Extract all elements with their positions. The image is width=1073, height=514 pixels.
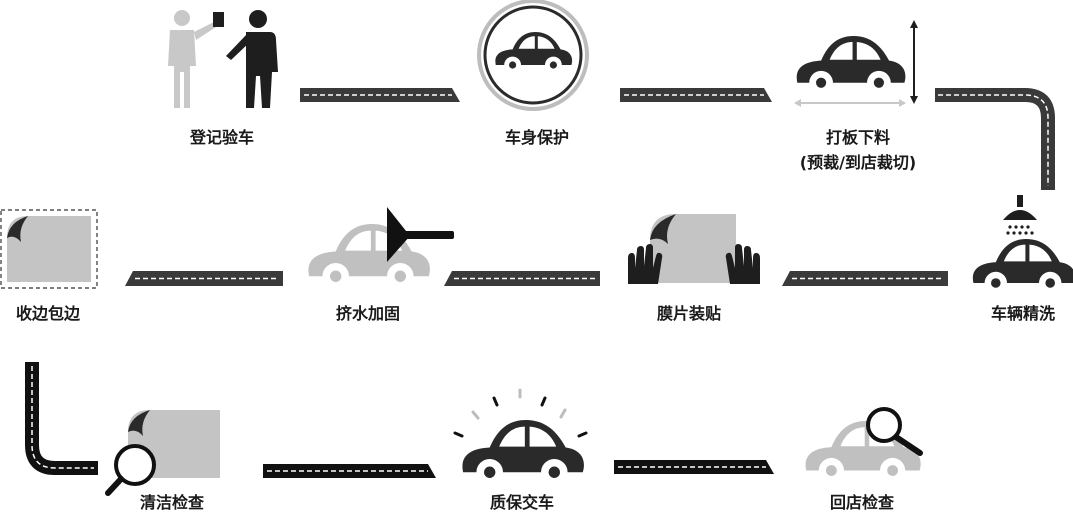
squeegee-car-icon bbox=[308, 207, 454, 290]
car-wash-icon bbox=[972, 195, 1073, 295]
road-6-7 bbox=[125, 271, 283, 286]
step-label-edge-wrap: 收边包边 bbox=[15, 304, 81, 323]
step-label-warranty-delivery: 质保交车 bbox=[489, 493, 555, 512]
step-label-car-wash: 车辆精洗 bbox=[990, 304, 1056, 323]
road-2-3 bbox=[620, 88, 772, 102]
film-edge-icon bbox=[0, 209, 98, 289]
step-label-squeegee: 挤水加固 bbox=[335, 304, 401, 323]
step-label-film-apply: 膜片装贴 bbox=[656, 304, 722, 323]
road-8-9 bbox=[263, 464, 436, 478]
step-label-return-check: 回店检查 bbox=[829, 493, 895, 512]
inspection-people-icon bbox=[168, 10, 278, 108]
step-label-clean-check: 清洁检查 bbox=[139, 493, 205, 512]
step-label-register-inspect: 登记验车 bbox=[189, 128, 255, 147]
road-7-8-curve bbox=[25, 362, 98, 475]
road-9-10 bbox=[614, 460, 774, 474]
road-3-4-curve bbox=[935, 88, 1055, 190]
car-measure-icon bbox=[794, 20, 918, 107]
film-apply-icon bbox=[628, 214, 760, 284]
road-5-6 bbox=[444, 271, 600, 286]
step-label-cut-material: 打板下料 bbox=[825, 128, 891, 147]
road-4-5 bbox=[782, 271, 948, 286]
car-shine-icon bbox=[453, 388, 588, 486]
step-label-body-protection: 车身保护 bbox=[504, 128, 570, 147]
road-1-2 bbox=[300, 88, 460, 102]
magnifier-film-icon bbox=[105, 410, 220, 496]
car-protection-icon bbox=[477, 0, 589, 111]
magnifier-car-icon bbox=[805, 407, 923, 484]
step-note-cut-material: (预裁/到店裁切) bbox=[799, 153, 917, 172]
